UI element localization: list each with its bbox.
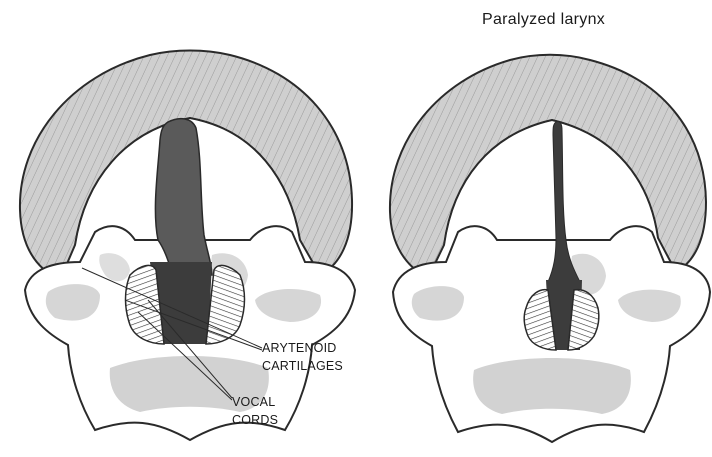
paralyzed-larynx-title: Paralyzed larynx	[482, 11, 605, 28]
arytenoid-label-line2: CARTILAGES	[262, 359, 343, 373]
vocal-label-line2: CORDS	[232, 413, 278, 427]
vocal-label-line1: VOCAL	[232, 395, 275, 409]
arytenoid-label-line1: ARYTENOID	[262, 341, 337, 355]
normal-larynx	[20, 51, 355, 441]
paralyzed-larynx	[390, 55, 710, 442]
left-airway	[155, 119, 212, 275]
